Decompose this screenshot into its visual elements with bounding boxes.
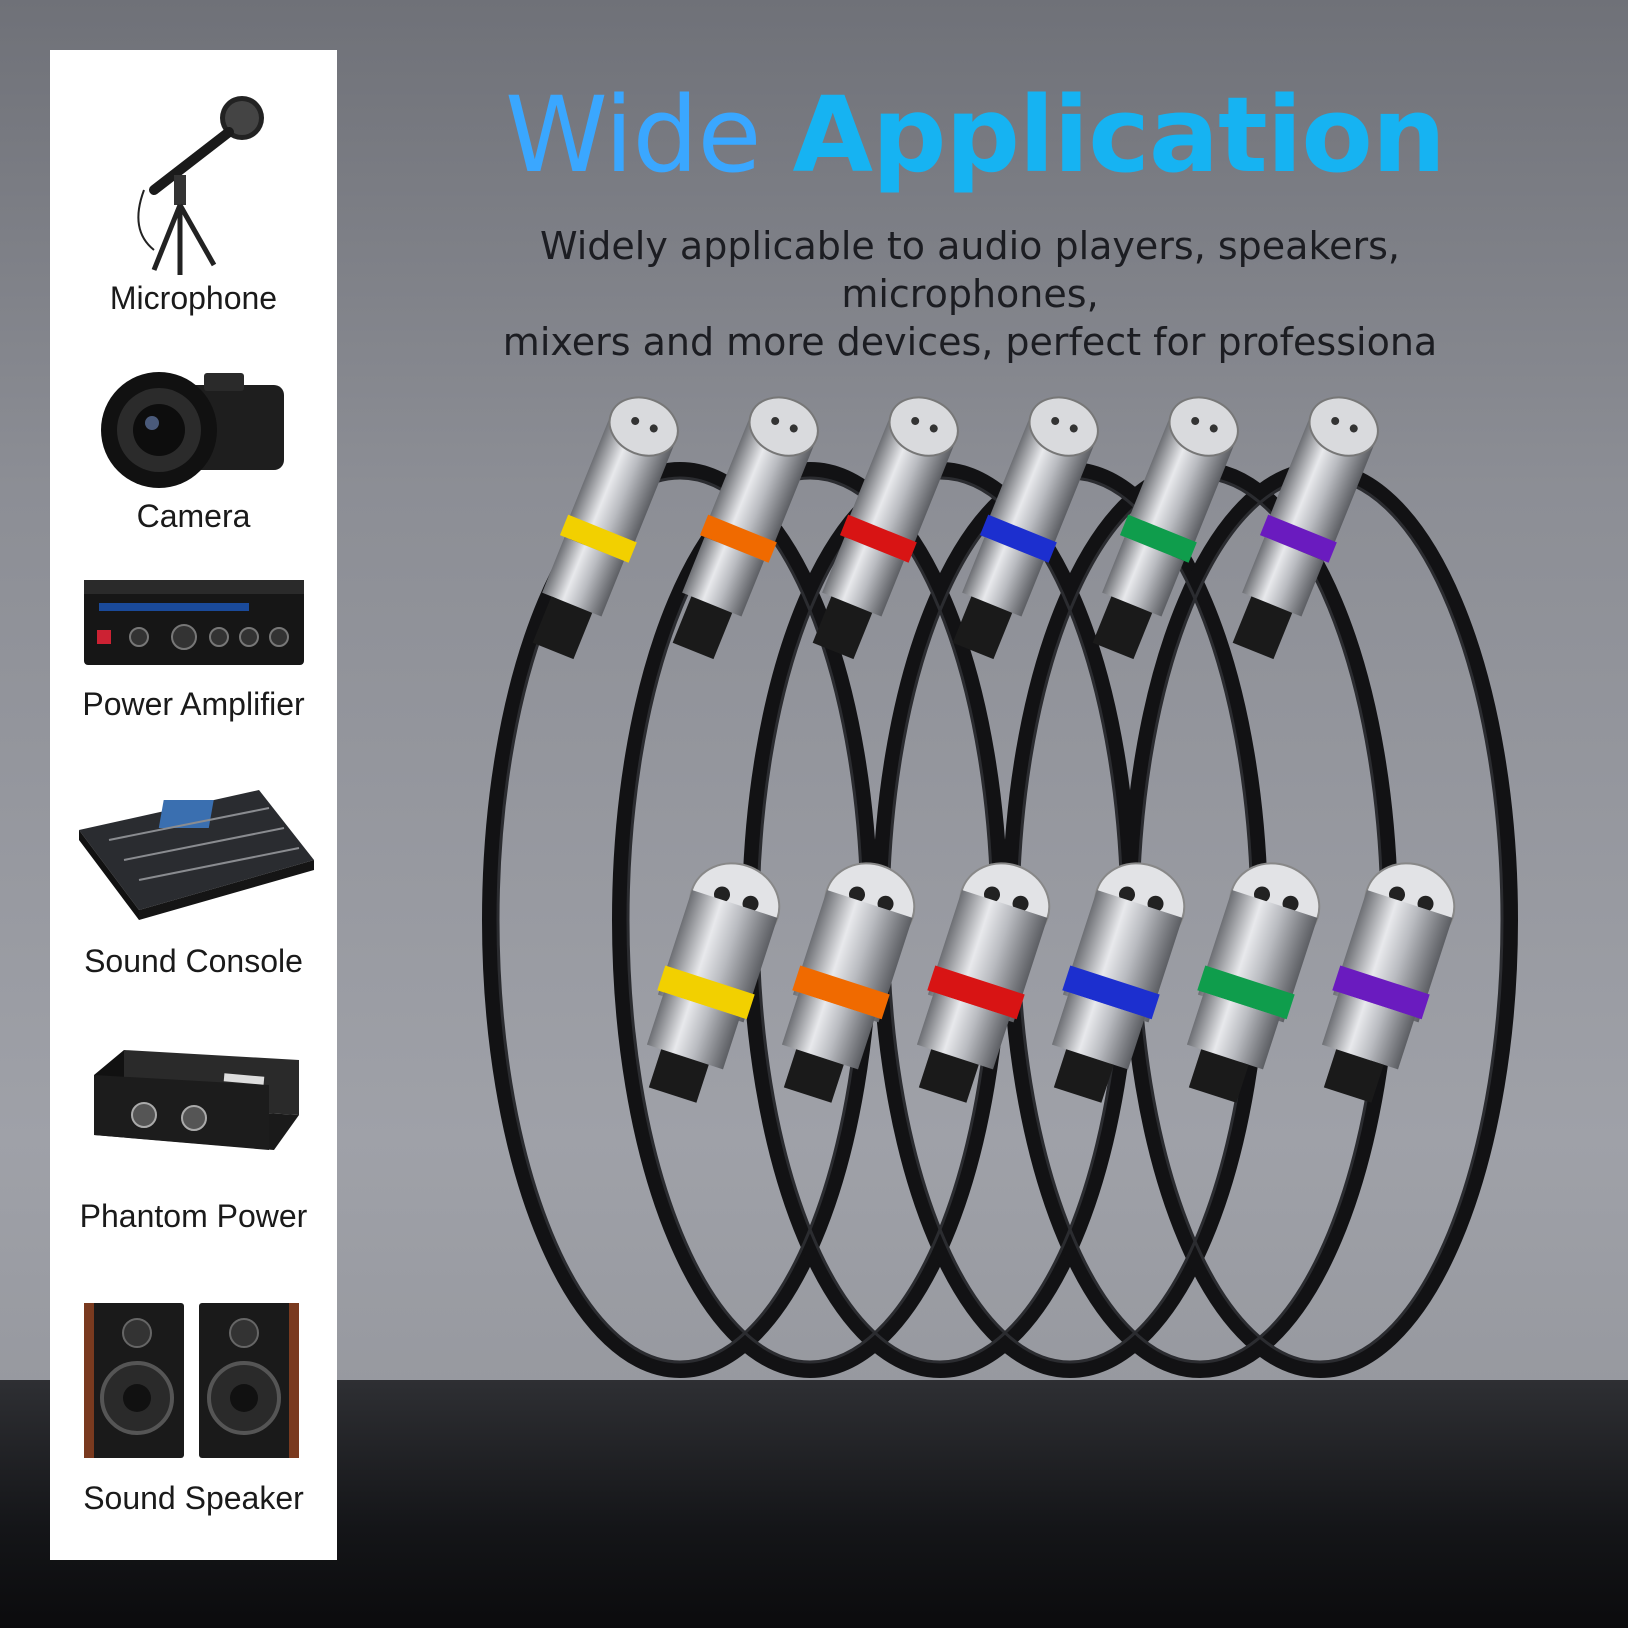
subtitle-line-1: Widely applicable to audio players, spea… bbox=[539, 224, 1400, 316]
phantom-power-icon bbox=[93, 1050, 299, 1150]
label-power-amplifier: Power Amplifier bbox=[82, 686, 305, 722]
device-sound-speaker bbox=[50, 1298, 337, 1463]
device-phantom-power bbox=[50, 1040, 337, 1160]
label-microphone: Microphone bbox=[109, 280, 278, 316]
label-camera: Camera bbox=[136, 498, 251, 534]
subtitle: Widely applicable to audio players, spea… bbox=[410, 222, 1530, 366]
microphone-icon bbox=[136, 96, 264, 275]
device-sound-console bbox=[50, 770, 337, 920]
camera-icon bbox=[100, 372, 284, 488]
device-camera bbox=[50, 365, 337, 495]
device-panel: Microphone Camera Power Amplifier bbox=[50, 50, 337, 1560]
label-phantom-power: Phantom Power bbox=[79, 1198, 308, 1234]
label-sound-speaker: Sound Speaker bbox=[83, 1480, 304, 1516]
page-title: Wide Application bbox=[505, 78, 1505, 192]
xlr-cables-illustration bbox=[482, 396, 1518, 1378]
speaker-icon bbox=[83, 1303, 299, 1458]
mixing-console-icon bbox=[78, 790, 314, 920]
label-sound-console: Sound Console bbox=[84, 943, 303, 979]
device-power-amplifier bbox=[50, 575, 337, 675]
subtitle-line-2: mixers and more devices, perfect for pro… bbox=[502, 320, 1438, 364]
title-light-word: Wide bbox=[505, 74, 761, 196]
title-bold-word: Application bbox=[792, 74, 1446, 196]
amplifier-icon bbox=[83, 580, 304, 665]
device-microphone bbox=[50, 80, 337, 280]
